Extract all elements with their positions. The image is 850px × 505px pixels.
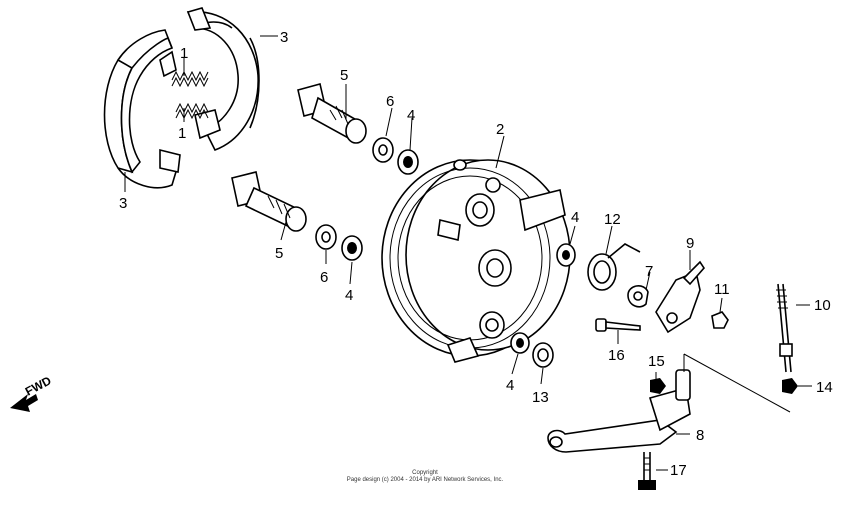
callout-4-lower: 4 xyxy=(345,287,353,304)
callout-17: 17 xyxy=(670,462,687,479)
callout-11: 11 xyxy=(714,281,730,298)
return-spring-12 xyxy=(587,243,641,291)
callout-5-upper: 5 xyxy=(340,67,348,84)
brake-pedal-8 xyxy=(547,369,691,453)
brake-arm-9 xyxy=(655,260,706,334)
brake-cam-upper xyxy=(297,83,367,144)
adjust-nut-14 xyxy=(782,378,798,394)
copyright-heading: Copyright xyxy=(412,470,438,476)
callout-6-upper: 6 xyxy=(386,93,394,110)
brake-cam-lower xyxy=(231,171,307,232)
brake-panel xyxy=(381,159,571,363)
fwd-arrow-icon: FWD xyxy=(10,373,54,412)
callout-4-upper: 4 xyxy=(407,107,415,124)
fwd-label: FWD xyxy=(23,373,54,398)
callout-8: 8 xyxy=(696,427,704,444)
bolt-16 xyxy=(595,318,641,332)
callout-10: 10 xyxy=(814,297,831,314)
brake-shoe-right xyxy=(186,7,260,151)
callout-14: 14 xyxy=(816,379,833,396)
brake-rod-10 xyxy=(776,283,793,373)
bolt-17 xyxy=(638,452,656,490)
copyright-notice: Page design (c) 2004 - 2014 by ARI Netwo… xyxy=(346,477,504,483)
shoe-spring-upper xyxy=(171,70,209,88)
callout-7: 7 xyxy=(645,263,653,280)
callout-labels: 1 1 2 3 3 4 4 4 4 5 5 6 6 7 8 9 10 11 12… xyxy=(119,29,833,479)
callout-16: 16 xyxy=(608,347,625,364)
shoe-spring-lower xyxy=(175,102,209,120)
callout-13: 13 xyxy=(532,389,549,406)
callout-3-upper: 3 xyxy=(280,29,288,46)
leader-lines xyxy=(124,35,812,471)
callout-2: 2 xyxy=(496,121,504,138)
callout-3-lower: 3 xyxy=(119,195,127,212)
callout-9: 9 xyxy=(686,235,694,252)
callout-6-lower: 6 xyxy=(320,269,328,286)
wear-indicator-7 xyxy=(627,285,649,308)
callout-1-upper: 1 xyxy=(180,45,188,62)
callout-12: 12 xyxy=(604,211,621,228)
callout-4-panel: 4 xyxy=(571,209,579,226)
callout-5-lower: 5 xyxy=(275,245,283,262)
callout-4-bottom: 4 xyxy=(506,377,514,394)
callout-15: 15 xyxy=(648,353,665,370)
brake-shoe-left xyxy=(103,29,181,189)
callout-1-lower: 1 xyxy=(178,125,186,142)
nut-15 xyxy=(650,378,666,394)
nut-11 xyxy=(711,311,729,329)
